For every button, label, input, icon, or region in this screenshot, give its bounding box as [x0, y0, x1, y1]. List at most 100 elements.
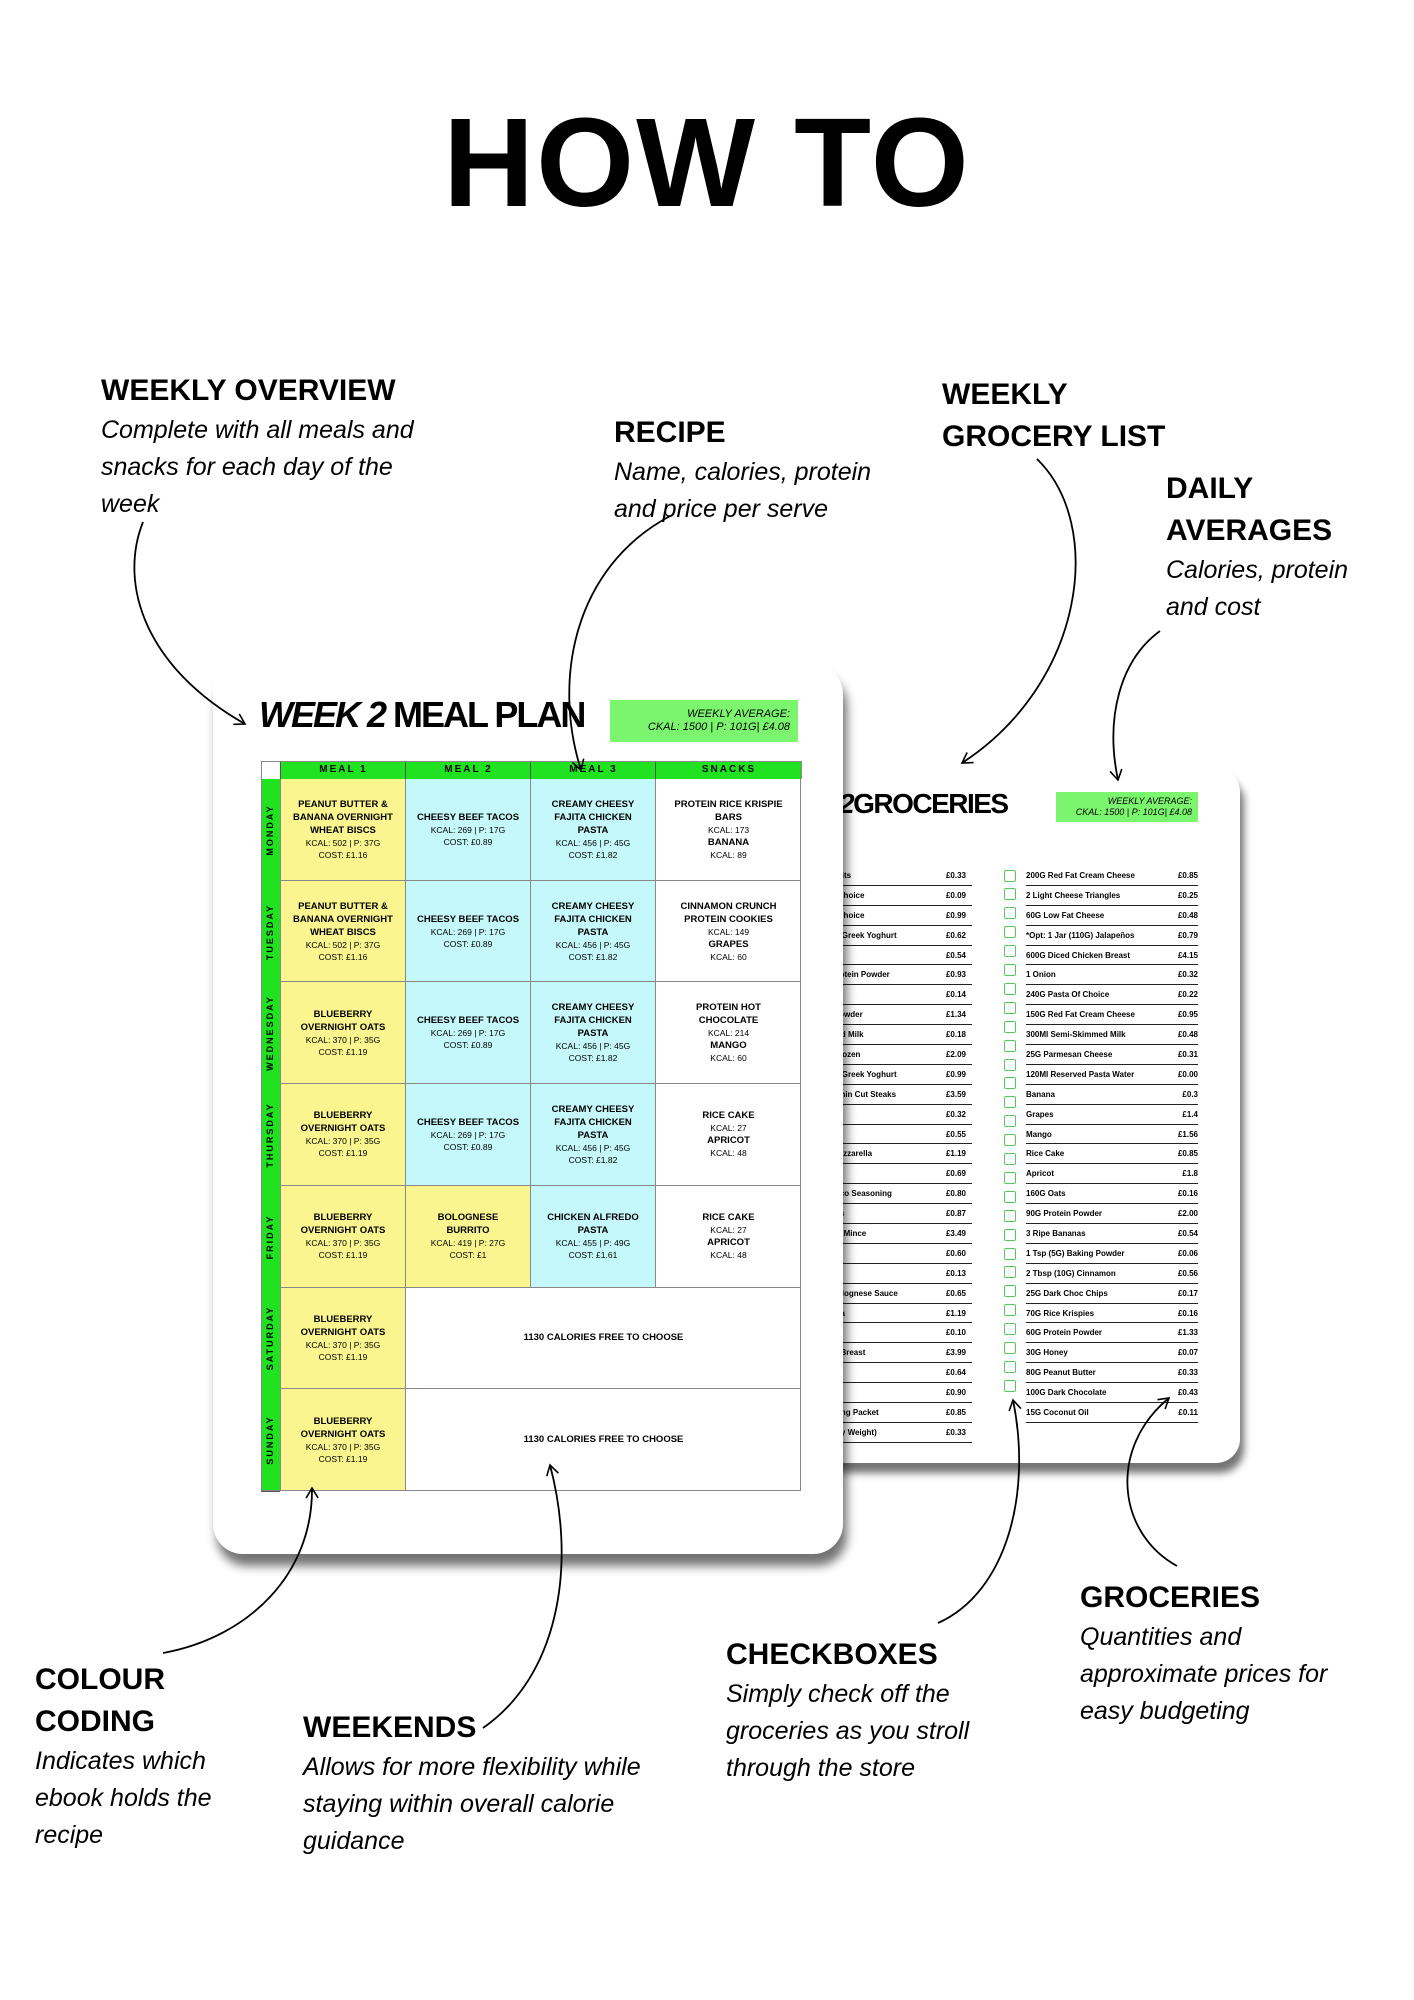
grocery-item: Grapes — [1026, 1109, 1054, 1119]
meal-details: COST: £0.89 — [443, 1040, 493, 1051]
grocery-checkbox[interactable] — [1004, 1115, 1016, 1128]
snack-name: APRICOT — [707, 1135, 750, 1147]
grocery-price: £4.15 — [1177, 950, 1198, 960]
grocery-row: Mango£1.56 — [1026, 1125, 1198, 1145]
grocery-checkbox[interactable] — [1004, 1266, 1016, 1279]
grocery-row: 120Ml Reserved Pasta Water£0.00 — [1026, 1065, 1198, 1085]
grocery-checkbox[interactable] — [1004, 1153, 1016, 1165]
meal-plan-preview: WEEK 2 MEAL PLAN WEEKLY AVERAGE: CKAL: 1… — [213, 664, 843, 1554]
grocery-checkbox[interactable] — [1004, 1096, 1016, 1109]
grocery-item: 0G) Thin Cut Steaks — [820, 1089, 897, 1099]
grocery-checkbox[interactable] — [1004, 1304, 1016, 1317]
grocery-checkbox[interactable] — [1004, 1285, 1016, 1298]
meal-name: RICE CAKE — [702, 1110, 755, 1122]
grocery-checkbox[interactable] — [1004, 1360, 1016, 1373]
grocery-checkbox[interactable] — [1004, 888, 1016, 901]
meal-name: CINNAMON CRUNCH — [680, 900, 777, 912]
meal-name: CREAMY CHEESY — [551, 1103, 635, 1115]
grocery-row: -Free Greek Yoghurt£0.62 — [820, 926, 972, 946]
grocery-checkbox[interactable] — [1004, 907, 1016, 920]
meal-details: COST: £1.82 — [568, 1053, 618, 1064]
meal-details: COST: £1.16 — [318, 849, 368, 860]
grocery-checkbox[interactable] — [1004, 1058, 1016, 1071]
grocery-item: 150G Red Fat Cream Cheese — [1026, 1010, 1135, 1020]
meal-details: KCAL: 502 | P: 37G — [305, 837, 381, 848]
grocery-row: 240G Pasta Of Choice£0.22 — [1026, 985, 1198, 1006]
daily-averages-arrow — [1109, 630, 1161, 782]
meal-name: CHEESY BEEF TACOS — [416, 1015, 520, 1027]
grocery-checkbox[interactable] — [1004, 1247, 1016, 1260]
snack-details: KCAL: 48 — [710, 1148, 747, 1159]
grocery-item: Banana — [1026, 1089, 1055, 1099]
grocery-price: £0.07 — [1177, 1348, 1198, 1358]
meal-details: KCAL: 269 | P: 17G — [430, 1028, 506, 1039]
meal-name: FAJITA CHICKEN — [554, 913, 632, 925]
grocery-checkbox[interactable] — [1004, 1209, 1016, 1222]
grocery-item: 3 Ripe Bananas — [1026, 1228, 1086, 1238]
meal-details: COST: £1 — [449, 1250, 487, 1261]
annotation-heading: CHECKBOXES — [726, 1638, 938, 1671]
grocery-checkbox[interactable] — [1004, 1020, 1016, 1033]
grocery-weekly-average: WEEKLY AVERAGE: CKAL: 1500 | P: 101G| £4… — [1056, 792, 1198, 822]
annotation-text: Allows for more flexibility while — [303, 1753, 641, 1781]
grocery-item: 1 Onion — [1026, 970, 1056, 980]
table-corner — [261, 761, 280, 779]
grocery-price: £0.43 — [1177, 1388, 1198, 1398]
grocery-price: £0.56 — [1177, 1268, 1198, 1278]
grocery-checkbox[interactable] — [1004, 1323, 1016, 1336]
grocery-price: £3.49 — [945, 1228, 966, 1238]
meal-details: KCAL: 27 — [710, 1225, 747, 1236]
grocery-checkbox[interactable] — [1004, 1342, 1016, 1354]
grocery-row: 70G Rice Krispies£0.16 — [1026, 1304, 1198, 1324]
meal-details: KCAL: 370 | P: 35G — [305, 1238, 381, 1249]
grocery-checkbox[interactable] — [1004, 869, 1016, 882]
grocery-item: 25G Parmesan Cheese — [1026, 1049, 1113, 1059]
day-label-bar: TUESDAY — [261, 880, 280, 984]
grocery-item: Mango — [1026, 1129, 1052, 1139]
annotation-text: Indicates which — [35, 1747, 206, 1775]
day-label-bar: SATURDAY — [261, 1287, 280, 1391]
grocery-row: 2 Tbsp (10G) Cinnamon£0.56 — [1026, 1264, 1198, 1284]
meal-plan-title-week: WEEK 2 — [259, 694, 387, 735]
grocery-row: Rice Cake£0.85 — [1026, 1144, 1198, 1165]
grocery-item: -Free Greek Yoghurt — [820, 930, 897, 940]
grocery-price: £2.00 — [1177, 1209, 1198, 1219]
grocery-checkbox[interactable] — [1004, 1134, 1016, 1147]
grocery-checkbox[interactable] — [1004, 1039, 1016, 1052]
grocery-checkbox[interactable] — [1004, 1171, 1016, 1184]
meal-name: WHEAT BISCS — [310, 926, 376, 938]
annotation-text: recipe — [35, 1821, 104, 1849]
grocery-checkbox[interactable] — [1004, 964, 1016, 976]
grocery-checkbox[interactable] — [1004, 945, 1016, 958]
grocery-price: £0.85 — [1177, 1149, 1198, 1159]
meal-details: KCAL: 370 | P: 35G — [305, 1034, 381, 1045]
grocery-checkbox[interactable] — [1004, 1379, 1016, 1392]
day-label: WEDNESDAY — [265, 995, 275, 1072]
grocery-item: 600G Diced Chicken Breast — [1026, 950, 1131, 960]
meal-name: BARS — [715, 811, 742, 823]
grocery-checkbox[interactable] — [1004, 1077, 1016, 1090]
meal-name: BLUEBERRY — [313, 1110, 373, 1122]
meal-details: COST: £0.89 — [443, 836, 493, 847]
grocery-checkbox[interactable] — [1004, 926, 1016, 939]
meal-name: CREAMY CHEESY — [551, 900, 635, 912]
day-label-bar: MONDAY — [261, 779, 280, 882]
annotation-heading: GROCERY LIST — [942, 420, 1166, 453]
annotation-text: Simply check off the — [726, 1680, 950, 1708]
grocery-checkbox[interactable] — [1004, 1001, 1016, 1014]
annotation-text: through the store — [726, 1754, 916, 1782]
annotation-text: approximate prices for — [1080, 1660, 1328, 1688]
grocery-checkbox[interactable] — [1004, 1190, 1016, 1203]
annotation-weekly-overview: WEEKLY OVERVIEW Complete with all meals … — [101, 370, 414, 523]
annotation-heading: RECIPE — [614, 416, 726, 449]
grocery-checkbox[interactable] — [1004, 1228, 1016, 1241]
meal-details: COST: £1.61 — [568, 1250, 618, 1261]
grocery-checkbox[interactable] — [1004, 982, 1016, 995]
grocery-row: 60G Low Fat Cheese£0.48 — [1026, 906, 1198, 926]
